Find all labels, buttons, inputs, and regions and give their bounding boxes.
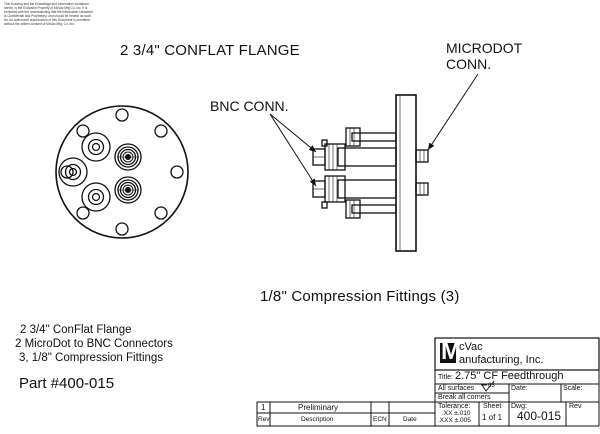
microdot-label-line2: CONN. (446, 56, 492, 72)
tolerance-xx: .XX ±.010 (442, 410, 471, 417)
description-header: Description (301, 416, 334, 423)
surface-finish-icon: 63 (481, 380, 495, 392)
logo-letter: M (441, 338, 461, 365)
bolt-hole (115, 222, 129, 236)
bolt-hole (115, 108, 129, 122)
microdot-leader (427, 73, 479, 151)
all-surfaces-label: All surfaces (438, 385, 475, 392)
bolt-hole (76, 206, 90, 220)
flange-plate (395, 94, 417, 252)
date-label: Date: (511, 385, 528, 392)
microdot-connector (415, 149, 429, 163)
description-line-1: 2 3/4" ConFlat Flange (20, 324, 132, 336)
flange-front-view (55, 105, 189, 239)
company-logo-icon (440, 343, 456, 363)
description-line-2: 2 MicroDot to BNC Connectors (15, 338, 173, 350)
bolt-hole (154, 124, 168, 138)
microdot-connector (415, 182, 429, 196)
ecn-header: ECN (373, 416, 387, 423)
compression-fitting-mid (58, 157, 88, 187)
title-value: 2.75" CF Feedthrough (455, 370, 564, 382)
flange-side-view (312, 94, 429, 252)
bolt-hole (154, 206, 168, 220)
sheet-label: Sheet (483, 403, 502, 410)
flange-title-label: 2 3/4" CONFLAT FLANGE (120, 42, 300, 59)
disclaimer-text: This Drawing and the Knowledge and Infor… (4, 2, 93, 27)
compression-fitting-top (81, 132, 111, 162)
break-corners-label: Break all corners (438, 394, 491, 401)
dwg-value: 400-015 (517, 409, 562, 423)
description-line-3: 3, 1/8" Compression Fittings (19, 352, 164, 364)
bnc-leader-bottom (269, 113, 317, 187)
scale-label: Scale: (563, 385, 583, 392)
bolt-hole (170, 165, 184, 179)
bolt-hole (60, 165, 74, 179)
fitting-body (351, 204, 397, 214)
rev-label: Rev (569, 403, 582, 410)
bnc-leader-top (269, 113, 317, 153)
title-block-grid (256, 337, 600, 427)
bnc-label: BNC CONN. (210, 98, 289, 114)
bnc-connector-top (114, 143, 142, 171)
bnc-side-top (312, 139, 397, 171)
title-label: Title: (438, 374, 453, 381)
svg-text:63: 63 (488, 383, 495, 389)
bnc-connector-bottom (114, 176, 142, 204)
fitting-nut (345, 127, 361, 147)
rev-header: Rev (258, 416, 270, 423)
fittings-label: 1/8" Compression Fittings (3) (260, 288, 460, 305)
compression-fitting-bottom (81, 182, 111, 212)
flange-outline (55, 105, 189, 239)
revision-description: Preliminary (298, 403, 339, 412)
bnc-side-bottom (312, 175, 397, 209)
microdot-label-line1: MICRODOT (446, 40, 523, 56)
company-line-1: cVac (459, 341, 483, 353)
revision-number: 1 (261, 403, 266, 412)
date-header: Date (403, 416, 417, 423)
sheet-value: 1 of 1 (482, 413, 503, 422)
dwg-label: Dwg: (511, 403, 527, 410)
leader-lines (269, 73, 479, 187)
fitting-body (351, 132, 397, 142)
bolt-hole (76, 124, 90, 138)
tolerance-label: Tolerance: (438, 403, 471, 410)
company-line-2: anufacturing, Inc. (459, 354, 544, 366)
part-number: Part #400-015 (19, 375, 115, 392)
fitting-nut (345, 199, 361, 219)
tolerance-xxx: .XXX ±.005 (438, 417, 471, 424)
